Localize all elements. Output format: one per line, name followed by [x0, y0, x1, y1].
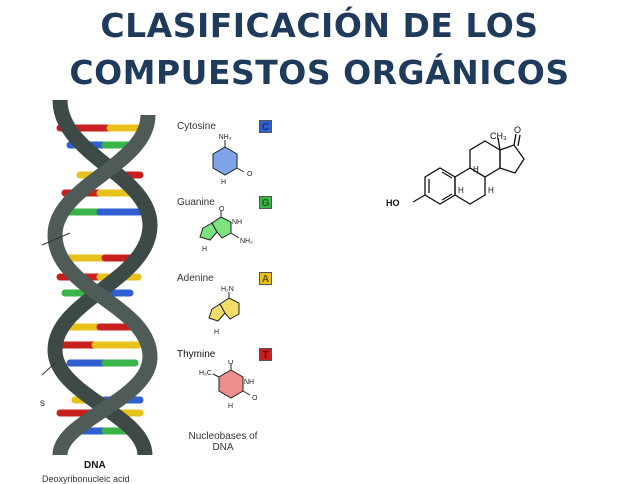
- thymine-nh: NH: [244, 379, 254, 386]
- steroid-h3: H: [488, 186, 494, 195]
- dna-label: DNA: [84, 460, 106, 471]
- steroid-h2: H: [473, 165, 479, 174]
- cytosine-badge: C: [259, 120, 272, 133]
- slide-title: CLASIFICACIÓN DE LOS COMPUESTOS ORGÁNICO…: [0, 2, 639, 96]
- adenine-h: H: [214, 329, 219, 336]
- thymine-h: H: [228, 403, 233, 410]
- thymine-o-right: O: [252, 395, 258, 402]
- steroid-h1: H: [458, 186, 464, 195]
- title-line-1: CLASIFICACIÓN DE LOS: [100, 6, 539, 45]
- guanine-nh2: NH₂: [240, 238, 253, 245]
- guanine-nh: NH: [232, 219, 242, 226]
- helix-strand-front: [47, 114, 158, 455]
- thymine-h3c: H₃C: [199, 370, 212, 377]
- thymine-o-top: O: [228, 360, 234, 366]
- steroid-ch3: CH₃: [490, 131, 507, 141]
- cytosine-label: Cytosine: [177, 121, 216, 132]
- adenine-badge: A: [259, 272, 272, 285]
- helix-strand-back: [47, 99, 158, 455]
- steroid-ho: HO: [386, 198, 400, 208]
- side-label: s: [40, 398, 45, 409]
- steroid-o: O: [514, 125, 521, 135]
- thymine-badge: T: [259, 348, 272, 361]
- cytosine-structure: NH₂ O H: [212, 134, 253, 185]
- nucleobases-caption: Nucleobases of DNA: [188, 431, 258, 453]
- cytosine-h: H: [221, 179, 226, 185]
- steroid-structure: CH₃ O HO H H H: [386, 125, 525, 208]
- thymine-label: Thymine: [177, 349, 216, 360]
- guanine-label: Guanine: [177, 197, 215, 208]
- thymine-structure: O O H₃C NH H: [199, 360, 258, 410]
- title-line-2: COMPUESTOS ORGÁNICOS: [69, 53, 570, 92]
- adenine-label: Adenine: [177, 273, 214, 284]
- guanine-h: H: [202, 246, 207, 253]
- adenine-structure: H₂N H: [208, 286, 240, 336]
- cytosine-nh2: NH₂: [219, 134, 232, 141]
- guanine-o: O: [219, 206, 225, 213]
- adenine-h2n: H₂N: [221, 286, 234, 293]
- guanine-structure: O NH₂ NH H: [199, 206, 253, 253]
- dna-helix-illustration: [41, 99, 158, 455]
- dna-sublabel: Deoxyribonucleic acid: [42, 474, 130, 484]
- guanine-badge: G: [259, 196, 272, 209]
- cytosine-o: O: [247, 171, 253, 178]
